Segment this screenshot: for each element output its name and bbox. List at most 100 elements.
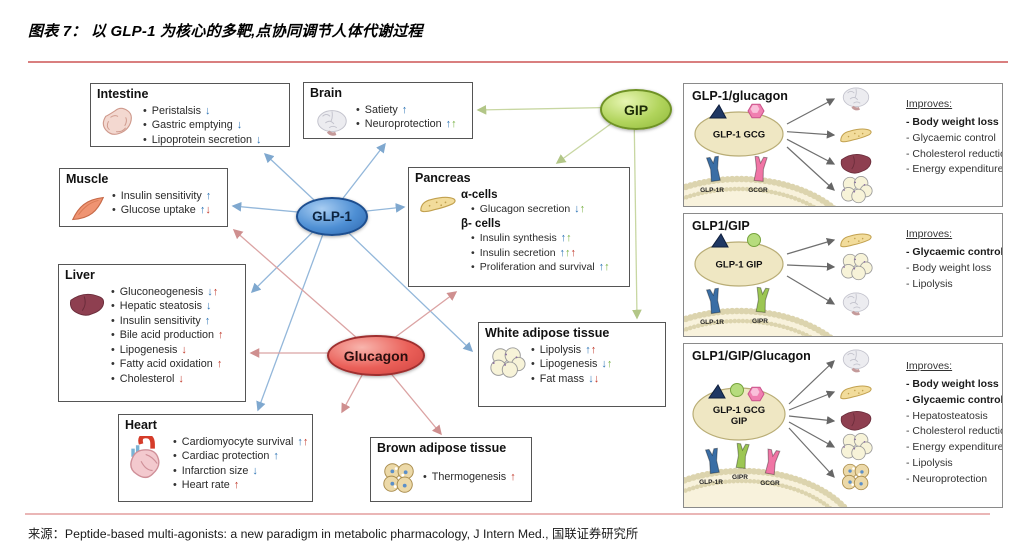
organ-item-label: Insulin synthesis (479, 232, 560, 245)
up-arrow-icon: ↑ (451, 118, 456, 131)
improves-item: - Neuroprotection (906, 472, 988, 485)
organ-item-label: Lipogenesis (119, 343, 181, 356)
receptor-icon-GLP-1R (705, 287, 721, 315)
receptor-icon-GIPR (755, 286, 770, 313)
organ-box-heart: Heart•Cardiomyocyte survival ↑↑•Cardiac … (118, 414, 313, 502)
bullet-icon: • (112, 189, 116, 202)
receptor-label: GCGR (748, 187, 768, 194)
source-citation: Peptide-based multi-agonists: a new para… (64, 527, 549, 541)
organ-section-header: α-cells (461, 188, 498, 201)
bullet-icon: • (471, 203, 475, 215)
organ-item-label: Glucagon secretion (479, 203, 574, 215)
organ-item-label: Proliferation and survival (479, 261, 598, 274)
improves-item: - Body weight loss (906, 378, 999, 390)
bullet-icon: • (423, 470, 427, 483)
gip-ligand-icon (730, 383, 744, 397)
agonist-complex-label: GLP-1 GIP (716, 260, 764, 271)
organ-item-label: Insulin sensitivity (119, 314, 204, 327)
improves-item: - Lipolysis (906, 277, 953, 290)
organ-item-label: Insulin sensitivity (120, 189, 205, 202)
white-adipose-icon (841, 252, 873, 281)
up-arrow-icon: ↑ (204, 314, 210, 327)
organ-item: •Cholesterol ↓ (109, 372, 239, 387)
agonist-complex-label: GLP-1 GCG (713, 130, 765, 141)
gip-node: GIP (600, 89, 672, 130)
organ-body-intestine: •Peristalsis ↓•Gastric emptying ↓•Lipopr… (97, 103, 283, 148)
source-line: 来源：Peptide-based multi-agonists: a new p… (28, 524, 638, 542)
organ-body-white_adipose: •Lipolysis ↑↑•Lipogenesis ↓↑•Fat mass ↓↓ (485, 342, 659, 387)
brown-adipose-icon (841, 463, 870, 491)
white-adipose-icon (841, 175, 873, 204)
organ-body-muscle: •Insulin sensitivity ↑•Glucose uptake ↑↓ (66, 188, 221, 228)
up-arrow-icon: ↑ (560, 232, 566, 245)
pancreas-icon (840, 128, 872, 143)
organ-item-label: Glucose uptake (120, 204, 199, 217)
bullet-icon: • (111, 372, 115, 385)
down-arrow-icon: ↓ (236, 119, 242, 132)
glucagon-node: Glucagon (327, 335, 425, 376)
organ-item: •Fat mass ↓↓ (529, 372, 659, 387)
receptor-label: GLP-1R (700, 319, 724, 326)
up-arrow-icon: ↑ (212, 285, 218, 298)
up-arrow-icon: ↑ (559, 246, 564, 259)
improves-item: - Energy expenditure (906, 163, 1003, 176)
organ-item-label: Hepatic steatosis (119, 300, 205, 313)
relation-arrow-glp1-white_adipose (329, 214, 474, 353)
organ-items-white_adipose: •Lipolysis ↑↑•Lipogenesis ↓↑•Fat mass ↓↓ (529, 342, 659, 387)
organ-item: •Lipolysis ↑↑ (529, 343, 659, 358)
organ-box-brain: Brain•Satiety ↑•Neuroprotection ↑↑ (303, 82, 473, 139)
organ-item: •Lipogenesis ↓ (109, 343, 239, 358)
improves-item: - Hepatosteatosis (906, 409, 988, 422)
organ-title-brain: Brain (310, 86, 342, 100)
organ-item: •Lipogenesis ↓↑ (529, 357, 659, 372)
source-institute: 国联证券研究所 (552, 527, 639, 541)
organ-icon-wrap-brown_adipose (377, 457, 421, 497)
organ-items-intestine: •Peristalsis ↓•Gastric emptying ↓•Lipopr… (141, 103, 283, 148)
brain-icon (842, 292, 870, 316)
improves-item: - Lipolysis (906, 456, 953, 469)
cell-membrane-icon (684, 307, 834, 336)
down-arrow-icon: ↓ (256, 133, 261, 146)
panel-arrow (786, 262, 836, 271)
up-arrow-icon: ↑ (598, 261, 604, 274)
panel-arrow (786, 130, 836, 139)
heart-icon (130, 435, 160, 478)
receptor-icon-GCGR (753, 155, 768, 182)
improves-list: Improves:- Body weight loss- Glycaemic c… (906, 98, 1003, 178)
organ-box-white_adipose: White adipose tissue•Lipolysis ↑↑•Lipoge… (478, 322, 666, 407)
bullet-icon: • (173, 479, 177, 492)
down-arrow-icon: ↓ (178, 372, 183, 385)
improves-item: - Cholesterol reduction (906, 425, 1003, 438)
agonist-complex-icon (694, 111, 784, 157)
improves-item: - Body weight loss (906, 261, 992, 274)
improves-item: - Cholesterol reduction (906, 147, 1003, 160)
bullet-icon: • (173, 450, 177, 463)
bullet-icon: • (356, 118, 360, 131)
pancreas-icon (840, 233, 872, 248)
improves-item: - Glycaemic control (906, 393, 1003, 406)
bullet-icon: • (111, 285, 115, 298)
organ-item: •Satiety ↑ (354, 103, 466, 118)
organ-item-label: Cardiac protection (181, 450, 273, 463)
organ-item-label: Satiety (364, 103, 401, 116)
organ-box-liver: Liver•Gluconeogenesis ↓↑•Hepatic steatos… (58, 264, 246, 402)
organ-item: •Heart rate ↑ (171, 478, 307, 493)
bullet-icon: • (111, 329, 115, 342)
receptor-label: GLP-1R (700, 187, 724, 194)
receptor-icon-GLP-1R (704, 447, 720, 475)
up-arrow-icon: ↑ (564, 246, 570, 259)
organ-item-label: Gluconeogenesis (119, 285, 207, 298)
bullet-icon: • (143, 133, 147, 146)
brain-icon (317, 109, 347, 136)
liver-icon (70, 293, 105, 316)
liver-icon (840, 154, 872, 174)
panel-arrow (788, 415, 836, 425)
organ-title-heart: Heart (125, 418, 157, 432)
organ-icon-wrap-white_adipose (485, 342, 529, 382)
glp1-ligand-icon (708, 384, 726, 399)
organ-item: •Hepatic steatosis ↓ (109, 299, 239, 314)
down-arrow-icon: ↓ (181, 343, 186, 356)
